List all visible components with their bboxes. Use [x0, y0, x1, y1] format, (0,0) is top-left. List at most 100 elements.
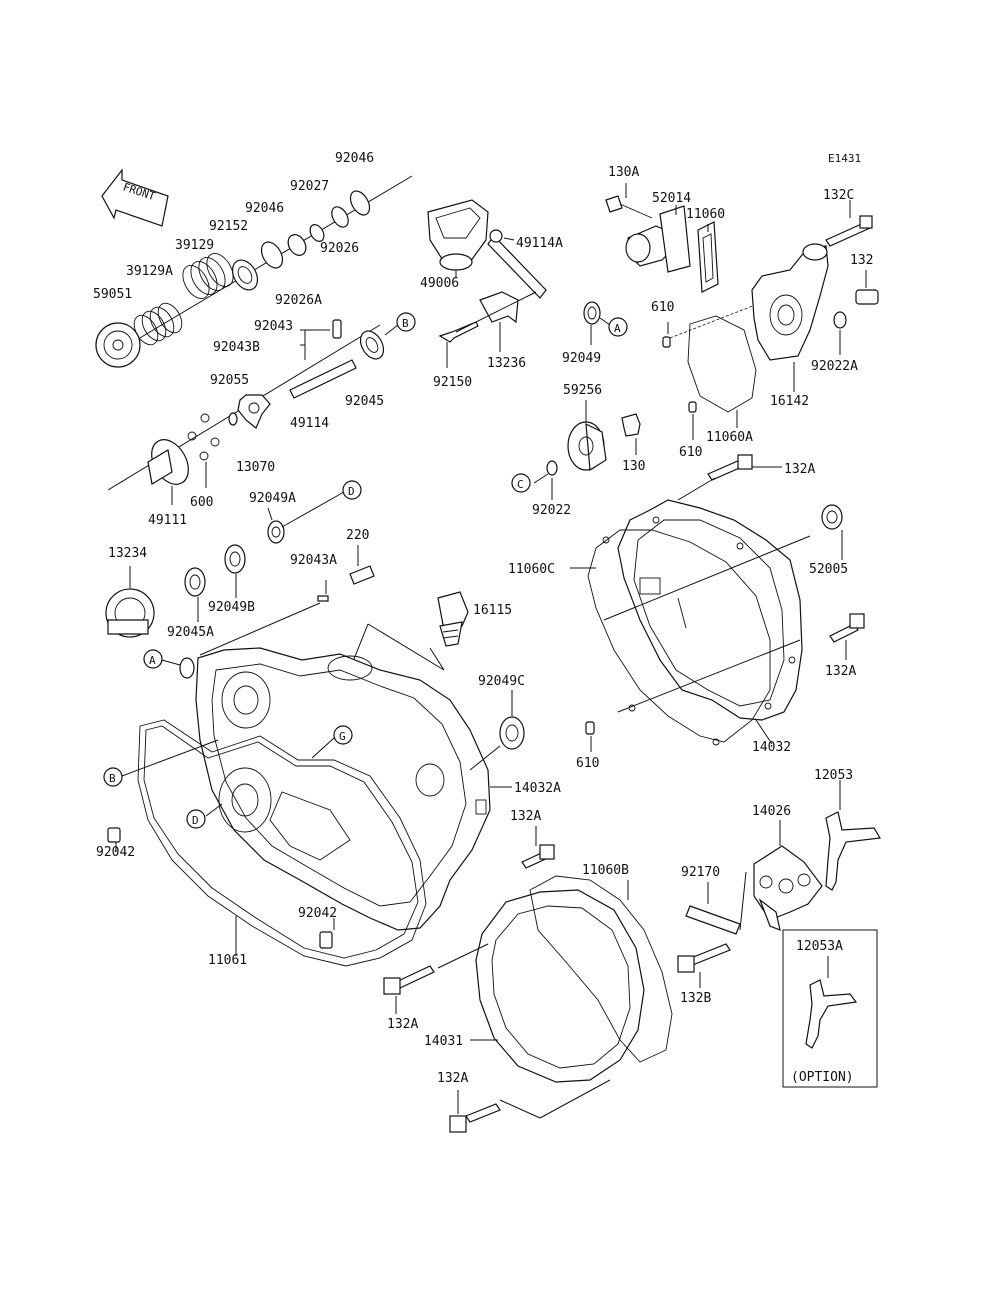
callout-d-left: D: [186, 809, 206, 829]
part-label: 14026: [752, 804, 791, 819]
part-label: 92055: [210, 373, 249, 388]
part-label: 132A: [387, 1017, 418, 1032]
generator-cover-14031: [475, 889, 645, 1083]
part-label: 92046: [335, 151, 374, 166]
part-label: 92049A: [249, 491, 296, 506]
option-label: (OPTION): [791, 1070, 854, 1085]
water-pump-shaft-assembly: FRONT: [95, 168, 413, 505]
part-label: 12053: [814, 768, 853, 783]
part-label: 132: [850, 253, 873, 268]
part-label: 11060B: [582, 863, 629, 878]
callout-a-label: A: [614, 322, 621, 335]
part-label: 92170: [681, 865, 720, 880]
part-label: 92049B: [208, 600, 255, 615]
part-label: 14032A: [514, 781, 561, 796]
part-label: 11060C: [508, 562, 555, 577]
part-label: 11060: [686, 207, 725, 222]
callout-c-label: C: [517, 478, 524, 491]
callout-g-label: G: [339, 730, 346, 743]
clutch-cover-14032: [617, 499, 803, 721]
callout-g: G: [333, 725, 353, 745]
part-label: 49114A: [516, 236, 563, 251]
part-label: 49111: [148, 513, 187, 528]
part-label: 92022: [532, 503, 571, 518]
callout-a-label: A: [149, 654, 156, 667]
part-label: 49006: [420, 276, 459, 291]
part-label: 92027: [290, 179, 329, 194]
part-label: 132A: [825, 664, 856, 679]
part-label: 13070: [236, 460, 275, 475]
part-label: 59256: [563, 383, 602, 398]
part-label: 12053A: [796, 939, 843, 954]
part-label: 11060A: [706, 430, 753, 445]
arm-12053: [825, 811, 881, 891]
gasket-11060B: [529, 875, 673, 1063]
part-label: 130: [622, 459, 645, 474]
option-box: (OPTION): [782, 929, 878, 1088]
part-label: 92043: [254, 319, 293, 334]
valve-housing-assembly: [427, 199, 547, 368]
gear-13234: [105, 566, 155, 638]
bracket-14026: [753, 845, 823, 931]
part-label: 132A: [510, 809, 541, 824]
impeller-13070: [237, 394, 271, 429]
callout-b-label: B: [109, 772, 116, 785]
part-label: 92150: [433, 375, 472, 390]
callout-b-left: B: [103, 767, 123, 787]
diagram-code: E1431: [828, 152, 861, 165]
part-label: 39129A: [126, 264, 173, 279]
part-label: 132A: [784, 462, 815, 477]
part-label: 39129: [175, 238, 214, 253]
impeller-59256: [567, 400, 607, 472]
callout-d-label: D: [348, 485, 355, 498]
part-label: 92042: [96, 845, 135, 860]
part-label: 11061: [208, 953, 247, 968]
shaft-49111: [147, 439, 189, 485]
part-label: 92049C: [478, 674, 525, 689]
callout-b-top: B: [396, 312, 416, 332]
part-label: 92045A: [167, 625, 214, 640]
part-label: 610: [679, 445, 702, 460]
part-label: 92152: [209, 219, 248, 234]
part-labels: 92046 92027 92046 92152 39129 39129A 590…: [93, 151, 873, 1086]
part-label: 13236: [487, 356, 526, 371]
part-label: 92043A: [290, 553, 337, 568]
part-label: 220: [346, 528, 369, 543]
part-label: 13234: [108, 546, 147, 561]
part-label: 130A: [608, 165, 639, 180]
callout-a-top: A: [608, 317, 628, 337]
water-pump-cover-assembly: [605, 183, 879, 440]
callout-d-top: D: [342, 480, 362, 500]
part-label: 610: [651, 300, 674, 315]
part-label: 92026A: [275, 293, 322, 308]
part-label: 16115: [473, 603, 512, 618]
sensor-16115: [437, 591, 469, 647]
callout-a-left: A: [143, 649, 163, 669]
part-label: 14032: [752, 740, 791, 755]
part-label: 92026: [320, 241, 359, 256]
part-label: 132A: [437, 1071, 468, 1086]
part-label: 92042: [298, 906, 337, 921]
part-label: 49114: [290, 416, 329, 431]
crankcase-cover-14032A: [195, 647, 491, 931]
part-label: 92043B: [213, 340, 260, 355]
part-label: 92046: [245, 201, 284, 216]
part-label: 52005: [809, 562, 848, 577]
part-label: 610: [576, 756, 599, 771]
part-label: 52014: [652, 191, 691, 206]
front-arrow-icon: FRONT: [101, 168, 169, 227]
gear-59051: [95, 322, 141, 368]
callout-c: C: [511, 473, 531, 493]
spring-39129: [182, 253, 234, 299]
part-label: 132B: [680, 991, 711, 1006]
part-label: 16142: [770, 394, 809, 409]
part-label: 132C: [823, 188, 854, 203]
part-label: 92049: [562, 351, 601, 366]
callout-b-label: B: [402, 317, 409, 330]
part-label: 92045: [345, 394, 384, 409]
part-label: 59051: [93, 287, 132, 302]
part-label: 92022A: [811, 359, 858, 374]
part-label: 14031: [424, 1034, 463, 1049]
callout-d-label: D: [192, 814, 199, 827]
